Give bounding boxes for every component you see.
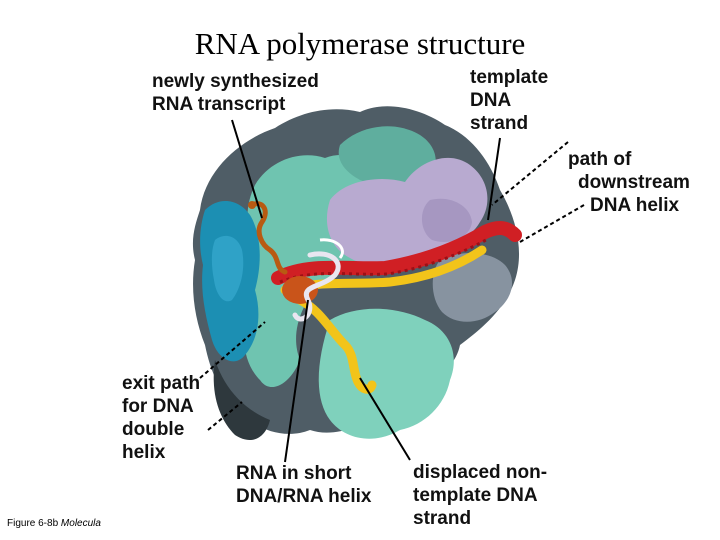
label-line: for DNA xyxy=(122,396,194,417)
label-line: double xyxy=(122,419,185,440)
label-line: strand xyxy=(470,113,529,134)
leader-downstream-1 xyxy=(491,141,569,206)
label-line: helix xyxy=(122,442,166,463)
rna-transcript xyxy=(249,201,288,275)
leader-rna-dna-helix xyxy=(284,299,309,463)
caption-source: Molecula xyxy=(60,518,101,529)
label-template-dna: template DNA strand xyxy=(470,66,548,135)
label-line: DNA helix xyxy=(590,195,680,216)
label-line: displaced non- xyxy=(413,462,548,483)
label-line: template xyxy=(470,67,549,88)
dark-lower-lobe xyxy=(213,360,270,440)
grey-right-lobe xyxy=(432,253,513,322)
label-downstream-path: path of downstream DNA helix xyxy=(568,148,690,217)
label-line: RNA transcript xyxy=(152,94,286,115)
page-title: RNA polymerase structure xyxy=(194,26,526,61)
label-line: downstream xyxy=(578,172,690,193)
label-nontemplate: displaced non- template DNA strand xyxy=(413,461,547,530)
label-line: strand xyxy=(413,508,472,529)
leader-downstream-2 xyxy=(519,204,585,243)
teal-upper-right xyxy=(338,126,436,188)
caption-figure: Figure 6-8b xyxy=(7,518,59,529)
label-rna-dna-helix: RNA in short DNA/RNA helix xyxy=(236,462,371,508)
label-line: template DNA xyxy=(413,485,538,506)
leader-template-dna xyxy=(487,137,501,221)
leader-nontemplate xyxy=(359,377,411,461)
label-line: path of xyxy=(568,149,632,170)
leader-exit-2 xyxy=(207,401,243,431)
leader-rna-transcript xyxy=(231,119,263,219)
label-line: DNA xyxy=(470,90,512,111)
cyan-highlight xyxy=(211,235,244,302)
leader-exit-1 xyxy=(199,321,266,379)
label-line: newly synthesized xyxy=(152,71,319,92)
leader-lines xyxy=(199,119,585,463)
label-rna-transcript: newly synthesized RNA transcript xyxy=(152,70,319,116)
label-line: DNA/RNA helix xyxy=(236,486,372,507)
teal-lower-domain xyxy=(318,308,454,439)
label-line: exit path xyxy=(122,373,201,394)
label-exit-path: exit path for DNA double helix xyxy=(122,372,200,464)
nontemplate-strand xyxy=(295,295,377,394)
label-line: RNA in short xyxy=(236,463,352,484)
lavender-shadow xyxy=(421,198,472,242)
figure-caption: Figure 6-8b Molecula xyxy=(7,518,101,529)
